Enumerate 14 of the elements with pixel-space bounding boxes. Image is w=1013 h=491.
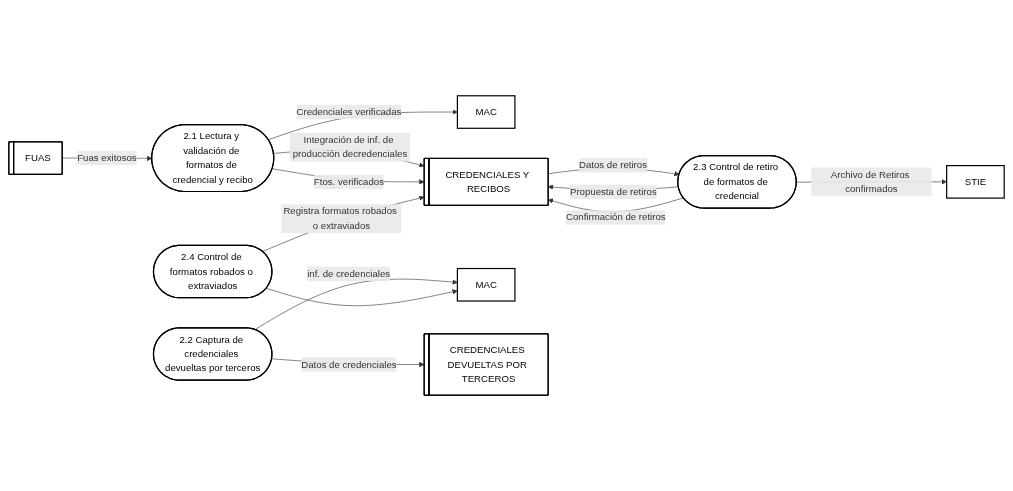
edge-label: Integración de inf. de producción decredenciales [292, 134, 408, 160]
node-box: STIE [946, 165, 1005, 199]
node-box: MAC [456, 267, 516, 302]
edge-label: Registra formatos robados o extraviados [283, 206, 397, 231]
edge-label: Propuesta de retiros [569, 186, 657, 197]
edge-label: Datos de retiros [578, 159, 647, 171]
node-box: MAC [456, 95, 516, 129]
edge-label: Ftos. verificados [313, 176, 384, 187]
edge-label: Confirmación de retiros [566, 212, 666, 223]
edge-label: Credenciales verificadas [296, 106, 402, 117]
edge-label: Fuas exitosos [77, 152, 137, 163]
edge-label: inf. de credenciales [307, 268, 391, 279]
edge-label: Datos de credenciales [301, 359, 397, 370]
edge-label: Archivo de Retiros confirmados [830, 169, 910, 194]
